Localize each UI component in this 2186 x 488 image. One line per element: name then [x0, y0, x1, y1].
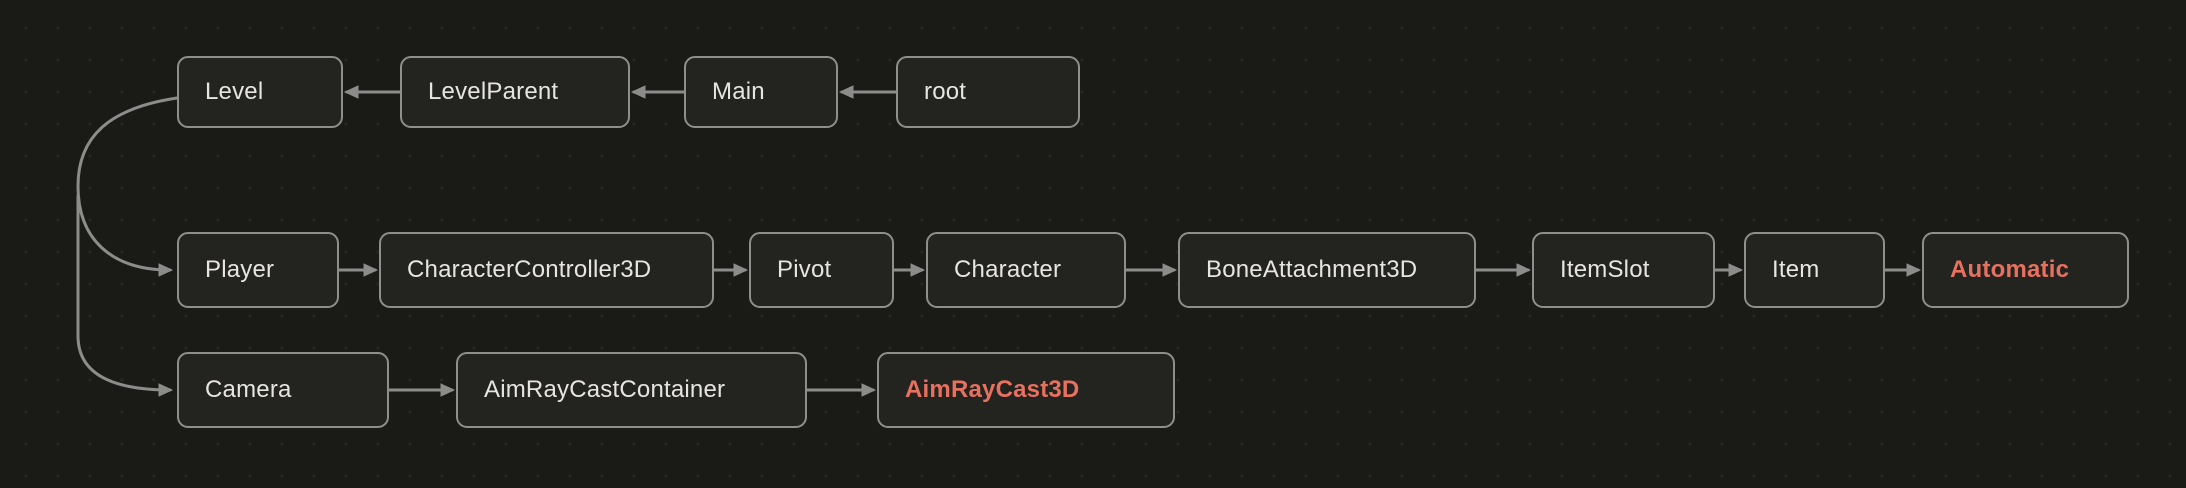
node-level[interactable]: Level — [177, 56, 343, 128]
node-level-label: Level — [205, 78, 264, 105]
node-pivot-label: Pivot — [777, 256, 832, 283]
node-level-parent[interactable]: LevelParent — [400, 56, 630, 128]
node-root-label: root — [924, 78, 967, 105]
node-item-slot[interactable]: ItemSlot — [1532, 232, 1715, 308]
node-bone-attachment-3d[interactable]: BoneAttachment3D — [1178, 232, 1476, 308]
node-pivot[interactable]: Pivot — [749, 232, 894, 308]
node-automatic[interactable]: Automatic — [1922, 232, 2129, 308]
node-character-controller-3d-label: CharacterController3D — [407, 256, 652, 283]
node-aim-ray-cast-container-label: AimRayCastContainer — [484, 376, 726, 403]
node-main-label: Main — [712, 78, 765, 105]
node-camera-label: Camera — [205, 376, 292, 403]
node-aim-ray-cast-container[interactable]: AimRayCastContainer — [456, 352, 807, 428]
edge-level-player — [76, 96, 179, 277]
node-automatic-label: Automatic — [1950, 256, 2070, 283]
node-aim-ray-cast-3d-label: AimRayCast3D — [905, 376, 1080, 403]
node-character-controller-3d[interactable]: CharacterController3D — [379, 232, 714, 308]
node-player[interactable]: Player — [177, 232, 339, 308]
node-player-label: Player — [205, 256, 275, 283]
node-root[interactable]: root — [896, 56, 1080, 128]
edge-level-camera — [76, 194, 174, 397]
node-camera[interactable]: Camera — [177, 352, 389, 428]
node-aim-ray-cast-3d[interactable]: AimRayCast3D — [877, 352, 1175, 428]
node-item[interactable]: Item — [1744, 232, 1885, 308]
node-main[interactable]: Main — [684, 56, 838, 128]
node-character[interactable]: Character — [926, 232, 1126, 308]
node-character-label: Character — [954, 256, 1062, 283]
node-item-slot-label: ItemSlot — [1560, 256, 1650, 283]
node-item-label: Item — [1772, 256, 1820, 283]
node-bone-attachment-3d-label: BoneAttachment3D — [1206, 256, 1418, 283]
node-level-parent-label: LevelParent — [428, 78, 559, 105]
